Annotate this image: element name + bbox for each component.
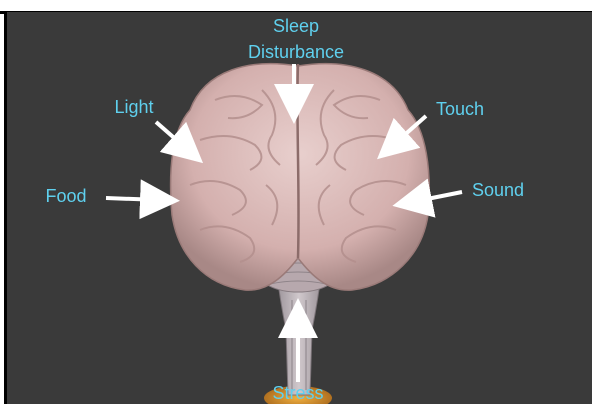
label-sound: Sound: [472, 180, 524, 200]
cerebrum: [171, 64, 430, 291]
label-sleep-line1: Sleep: [273, 16, 319, 36]
arrow-food: [106, 198, 160, 200]
label-food: Food: [45, 186, 86, 206]
label-stress: Stress: [272, 383, 323, 403]
label-touch: Touch: [436, 99, 484, 119]
label-sleep-line2: Disturbance: [248, 42, 344, 62]
label-light: Light: [114, 97, 153, 117]
